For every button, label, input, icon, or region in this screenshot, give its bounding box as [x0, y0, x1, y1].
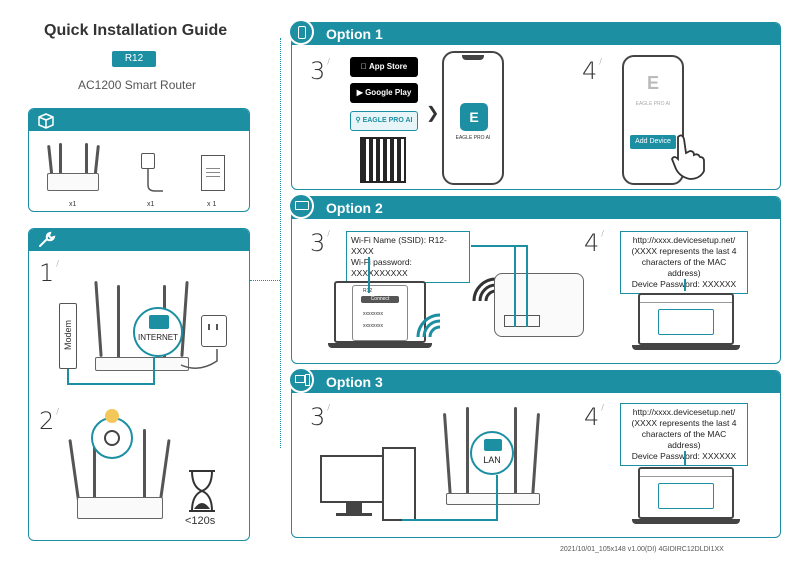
google-play-button[interactable]: ▶ Google Play — [350, 83, 418, 103]
hand-pointer-icon — [670, 133, 710, 181]
product-subtitle: AC1200 Smart Router — [78, 78, 197, 92]
option2-title: Option 2 — [326, 200, 383, 216]
page-title: Quick Installation Guide — [44, 22, 228, 39]
dotted-connector — [250, 280, 280, 281]
option2-header: Option 2 — [292, 197, 780, 219]
wifi-laptop-icon — [288, 193, 314, 219]
laptop-browser-screen — [638, 467, 734, 519]
power-icon — [104, 430, 120, 446]
apple-icon:  — [361, 62, 367, 71]
network-row[interactable]: xxxxxxxx — [363, 311, 383, 317]
phone-icon — [288, 19, 314, 45]
ethernet-port-icon — [149, 315, 169, 329]
add-device-button[interactable]: Add Device — [630, 135, 676, 149]
connect-button[interactable]: Connect — [361, 296, 399, 303]
app-name-dim: EAGLE PRO AI — [635, 101, 671, 107]
setup-panel: 1/ Modem INTERNET 2/ <120s — [28, 228, 250, 541]
router-qty: x1 — [69, 201, 77, 208]
box-icon — [35, 109, 57, 131]
option3-title: Option 3 — [326, 374, 383, 390]
option2-step3-number: 3/ — [310, 229, 330, 257]
guide-qty: x 1 — [207, 201, 217, 208]
ssid-row[interactable]: R12 — [355, 288, 405, 294]
play-icon: ▶ — [356, 88, 363, 97]
option1-header: Option 1 — [292, 23, 780, 45]
option1-step4-number: 4/ — [582, 57, 602, 85]
app-store-button[interactable]:  App Store — [350, 57, 418, 77]
wifi-signal-icon — [414, 311, 444, 341]
model-label: R12 — [124, 53, 144, 64]
router-image — [45, 143, 101, 197]
option3-step4-number: 4/ — [584, 403, 604, 431]
wifi-list-popup: R12 Connect xxxxxxxx xxxxxxxx — [352, 285, 408, 341]
setup-url[interactable]: http://xxxx.devicesetup.net/ — [632, 235, 736, 245]
app-icon[interactable]: E — [460, 103, 488, 131]
app-search-button[interactable]: ⚲ EAGLE PRO AI — [350, 111, 418, 131]
ethernet-port-icon — [484, 439, 502, 451]
wifi-app-icon: E — [646, 73, 659, 93]
modem-label: Modem — [63, 320, 73, 351]
internet-label: INTERNET — [138, 333, 178, 342]
dotted-connector — [280, 38, 281, 448]
search-icon: ⚲ — [355, 117, 361, 124]
network-row[interactable]: xxxxxxxx — [363, 323, 383, 329]
adapter-qty: x1 — [147, 201, 155, 208]
option1-step3-number: 3/ — [310, 57, 330, 85]
model-badge: R12 — [112, 51, 156, 67]
hourglass-icon — [185, 469, 219, 513]
chevron-right-icon: ❯ — [426, 105, 440, 122]
option2-panel: Option 2 3/ Wi-Fi Name (SSID): R12-XXXX … — [288, 193, 781, 364]
option3-panel: Option 3 3/ LAN 4/ http://xxxx.deviceset… — [288, 367, 781, 538]
wifi-name-label: Wi-Fi Name (SSID): R12-XXXX — [351, 235, 447, 256]
desktop-computer-image — [320, 447, 420, 527]
power-led-badge — [91, 417, 133, 459]
led-light-icon — [105, 409, 119, 423]
guide-image — [201, 155, 225, 191]
step2-number: 2/ — [39, 407, 59, 435]
phone-app-screen: E EAGLE PRO AI — [442, 51, 504, 185]
modem-image: Modem — [59, 303, 77, 369]
lan-port-badge: LAN — [470, 431, 514, 475]
power-adapter-image — [137, 153, 167, 197]
lan-label: LAN — [483, 455, 501, 465]
app-name-label: EAGLE PRO AI — [455, 135, 491, 141]
router-front-image — [68, 429, 171, 525]
option1-title: Option 1 — [326, 26, 383, 42]
router-label-image — [490, 273, 586, 343]
wifi-password-label: Wi-Fi password: XXXXXXXXXX — [351, 257, 412, 278]
option3-step3-number: 3/ — [310, 403, 330, 431]
option2-step4-number: 4/ — [584, 229, 604, 257]
router-lan-image — [442, 407, 542, 507]
option3-header: Option 3 — [292, 371, 780, 393]
power-outlet-image — [201, 315, 227, 347]
wrench-icon — [35, 229, 57, 251]
timer-label: <120s — [185, 515, 216, 527]
qr-code[interactable] — [360, 137, 406, 183]
wifi-credentials-box: Wi-Fi Name (SSID): R12-XXXX Wi-Fi passwo… — [346, 231, 470, 283]
setup-header — [29, 229, 249, 251]
footer-code: 2021/10/01_105x148 v1.00(DI) 4GIDIRC12DL… — [560, 546, 724, 553]
box-contents-panel: x1 x1 x 1 — [28, 108, 250, 212]
setup-url[interactable]: http://xxxx.devicesetup.net/ — [632, 407, 736, 417]
laptop-browser-screen — [638, 293, 734, 345]
box-contents-header — [29, 109, 249, 131]
step1-number: 1/ — [39, 259, 59, 287]
internet-port-badge: INTERNET — [133, 307, 183, 357]
option1-panel: Option 1 3/  App Store ▶ Google Play ⚲ … — [288, 19, 781, 190]
desktop-icon — [288, 367, 314, 393]
